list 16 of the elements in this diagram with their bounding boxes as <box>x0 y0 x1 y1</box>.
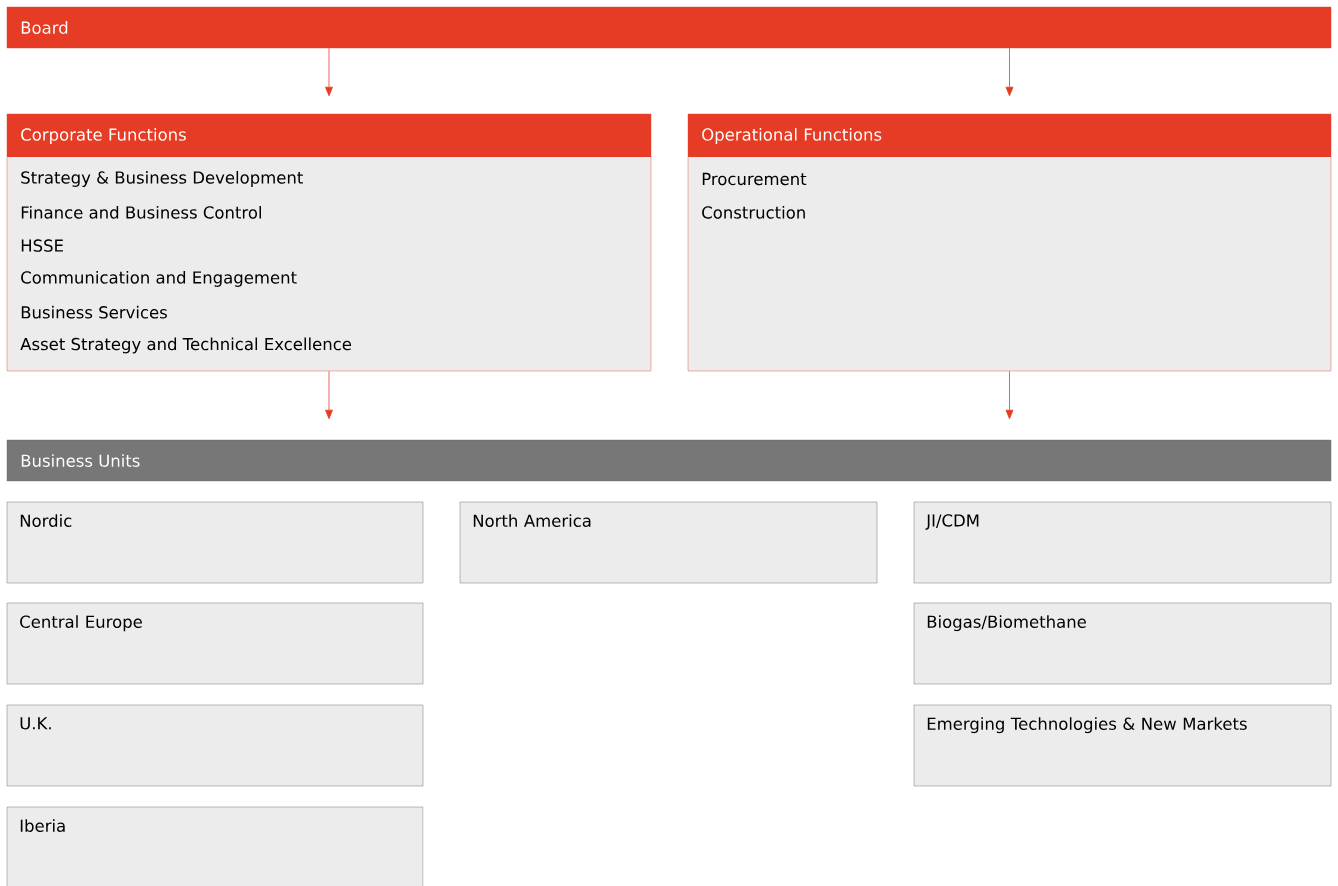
unit-box: Iberia <box>6 806 424 886</box>
arrow <box>1005 370 1014 420</box>
function-panel: Operational Functions Procurement Construction <box>687 113 1332 372</box>
header-bar: Business Units <box>6 439 1332 482</box>
unit-box: Nordic <box>6 501 424 584</box>
function-panel: Corporate Functions Strategy & Business Development Finance and Business Control HSSE Communication and Engagement Business Services Asset Strategy and Technical Excellence <box>6 113 652 372</box>
arrow <box>1005 47 1014 97</box>
unit-box: Central Europe <box>6 602 424 685</box>
unit-box: Biogas/Biomethane <box>913 602 1332 685</box>
unit-box: JI/CDM <box>913 501 1332 584</box>
header-bar: Board <box>6 6 1332 49</box>
arrow <box>325 47 333 97</box>
unit-box: U.K. <box>6 704 424 787</box>
arrow <box>325 370 333 420</box>
unit-box: Emerging Technologies & New Markets <box>913 704 1332 787</box>
unit-box: North America <box>459 501 878 584</box>
